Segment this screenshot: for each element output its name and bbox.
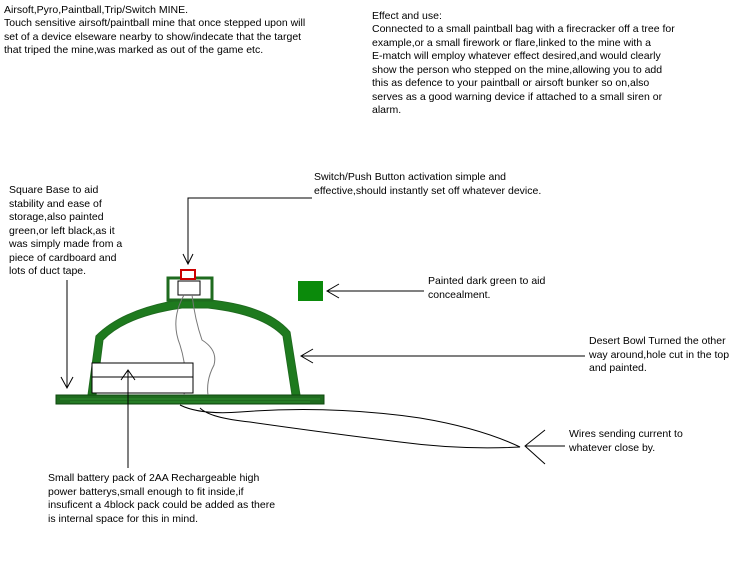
battery-pack [91,362,194,394]
paint-swatch [298,281,323,301]
base-pointer-arrowhead [60,376,74,390]
effect-heading: Effect and use: [372,10,442,22]
base-texture [60,398,320,403]
external-wire [179,404,521,449]
switch-pointer-arrowhead [182,253,194,266]
bowl-pointer-arrowhead [300,348,314,364]
switch-inner [177,280,201,296]
painted-pointer-arrowhead [326,283,340,299]
wires-pointer-arrowhead [524,429,546,465]
battery-label: Small battery pack of 2AA Rechargeable h… [48,472,276,525]
title-text: Airsoft,Pyro,Paintball,Trip/Switch MINE. [4,4,188,16]
description-text: Touch sensitive airsoft/paintball mine t… [4,17,306,56]
painted-label: Painted dark green to aid concealment. [428,275,546,301]
effect-body: Connected to a small paintball bag with … [372,23,675,116]
switch-pointer-line [187,197,312,264]
square-base-label: Square Base to aid stability and ease of… [9,184,123,277]
push-button [180,269,196,280]
switch-label: Switch/Push Button activation simple and… [314,171,542,197]
internal-wire-right [191,294,216,396]
wires-label: Wires sending current to whatever close … [569,428,683,454]
battery-pointer-arrowhead [120,369,136,381]
bowl-label: Desert Bowl Turned the other way around,… [589,335,730,374]
